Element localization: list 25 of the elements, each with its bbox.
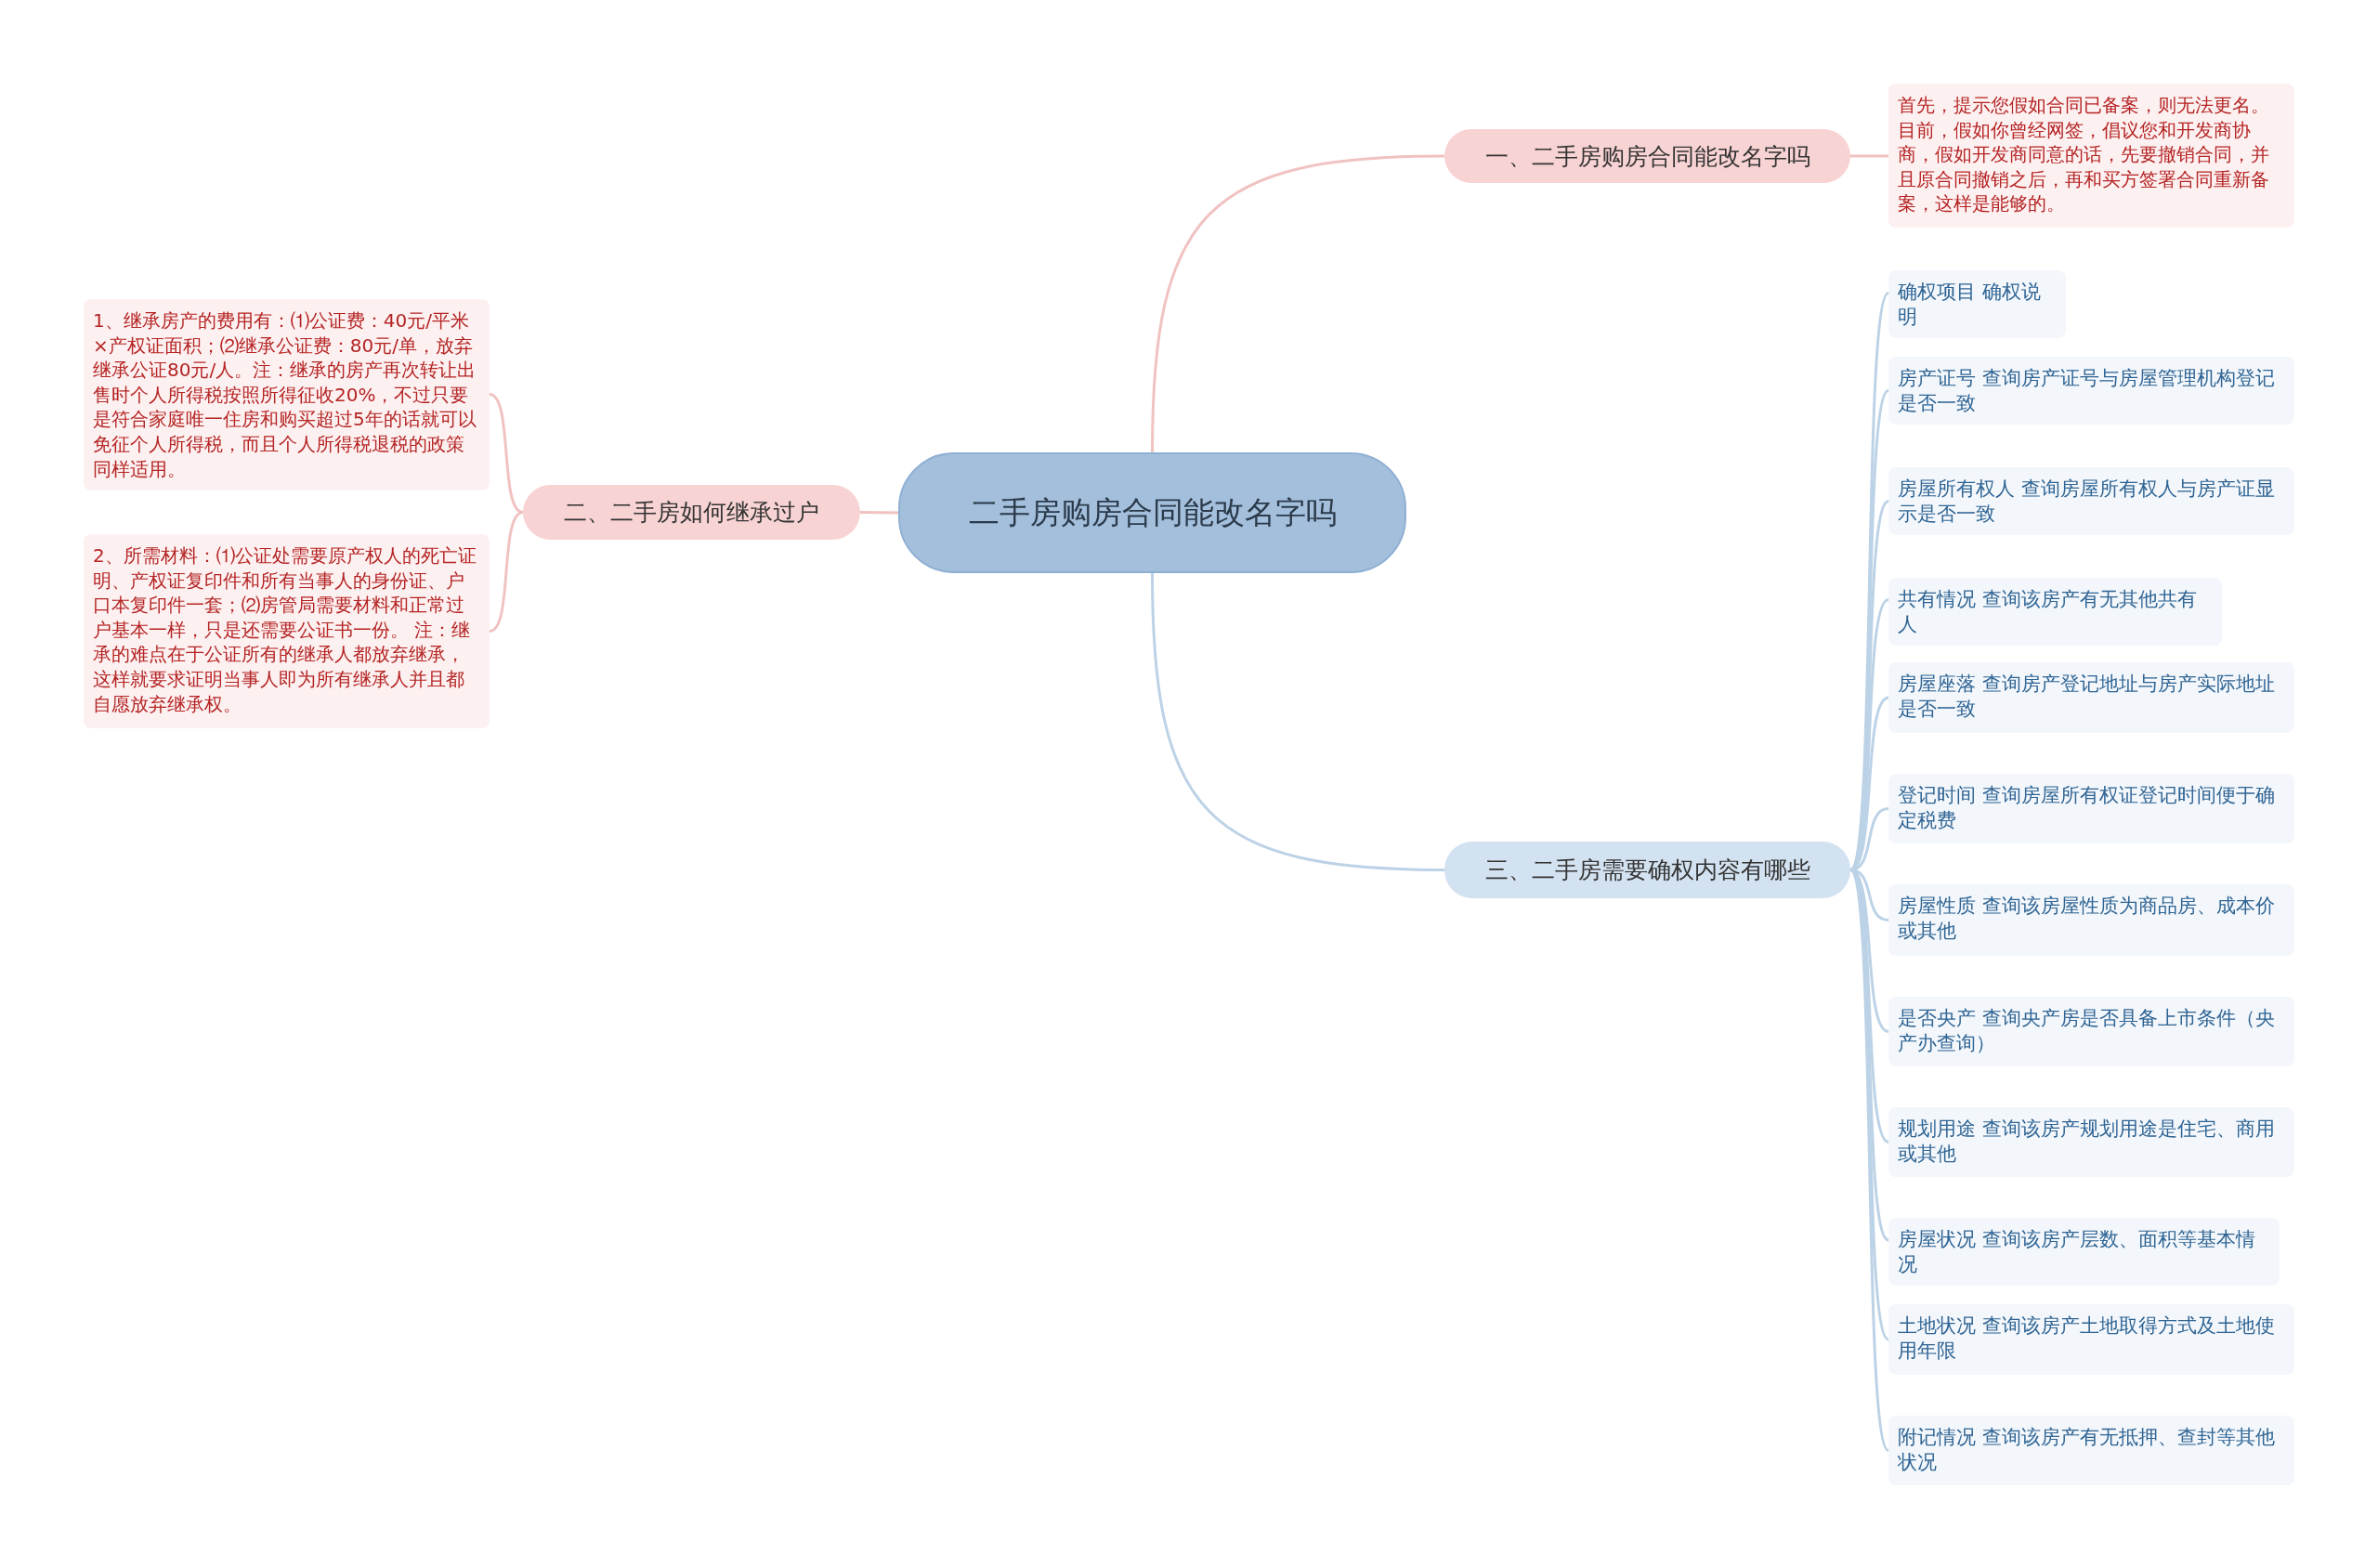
connector-line <box>859 511 899 515</box>
note-box: 1、继承房产的费用有：⑴公证费：40元/平米×产权证面积；⑵继承公证费：80元/单，放弃继承公证80元/人。注：继承的房产再次转让出售时个人所得税按照所得征收20%，不过只要是符合家庭唯一住房和购买超过5年的话就可以免征个人所得税，而且个人所得税退税的政策同样适用。 <box>84 299 490 491</box>
connector-line <box>489 393 524 514</box>
item-box: 共有情况 查询该房产有无其他共有人 <box>1888 578 2222 647</box>
branch-bubble: 二、二手房如何继承过户 <box>523 485 860 540</box>
item-box: 房屋座落 查询房产登记地址与房产实际地址是否一致 <box>1888 662 2294 733</box>
note-box: 首先，提示您假如合同已备案，则无法更名。目前，假如你曾经网签，倡议您和开发商协商，假如开发商同意的话，先要撤销合同，并且原合同撤销之后，再和买方签署合同重新备案，这样是能够的。 <box>1888 84 2294 228</box>
item-box: 土地状况 查询该房产土地取得方式及土地使用年限 <box>1888 1304 2294 1375</box>
connector-line <box>1850 154 1888 158</box>
item-box: 房屋状况 查询该房产层数、面积等基本情况 <box>1888 1218 2280 1287</box>
item-box: 确权项目 确权说明 <box>1888 270 2066 339</box>
branch-bubble: 一、二手房购房合同能改名字吗 <box>1444 129 1850 183</box>
item-box: 规划用途 查询该房产规划用途是住宅、商用或其他 <box>1888 1107 2294 1177</box>
note-box: 2、所需材料：⑴公证处需要原产权人的死亡证明、产权证复印件和所有当事人的身份证、户口本复印件一套；⑵房管局需要材料和正常过户基本一样，只是还需要公证书一份。 注：继承的难点在于公证所有的继承人都放弃继承，这样就要求证明当事人即为所有继承人并且都自愿放弃继承权。 <box>84 534 490 728</box>
connector-line <box>489 511 524 633</box>
item-box: 房产证号 查询房产证号与房屋管理机构登记是否一致 <box>1888 357 2294 425</box>
branch-bubble: 三、二手房需要确权内容有哪些 <box>1444 842 1850 898</box>
item-box: 房屋性质 查询该房屋性质为商品房、成本价或其他 <box>1888 884 2294 956</box>
connector-line <box>1151 572 1445 871</box>
item-box: 附记情况 查询该房产有无抵押、查封等其他状况 <box>1888 1416 2294 1485</box>
item-box: 登记时间 查询房屋所有权证登记时间便于确定税费 <box>1888 774 2294 843</box>
connector-line <box>1151 154 1445 453</box>
topic-bubble: 二手房购房合同能改名字吗 <box>898 452 1406 573</box>
item-box: 是否央产 查询央产房是否具备上市条件（央产办查询） <box>1888 997 2294 1066</box>
item-box: 房屋所有权人 查询房屋所有权人与房产证显示是否一致 <box>1888 467 2294 536</box>
